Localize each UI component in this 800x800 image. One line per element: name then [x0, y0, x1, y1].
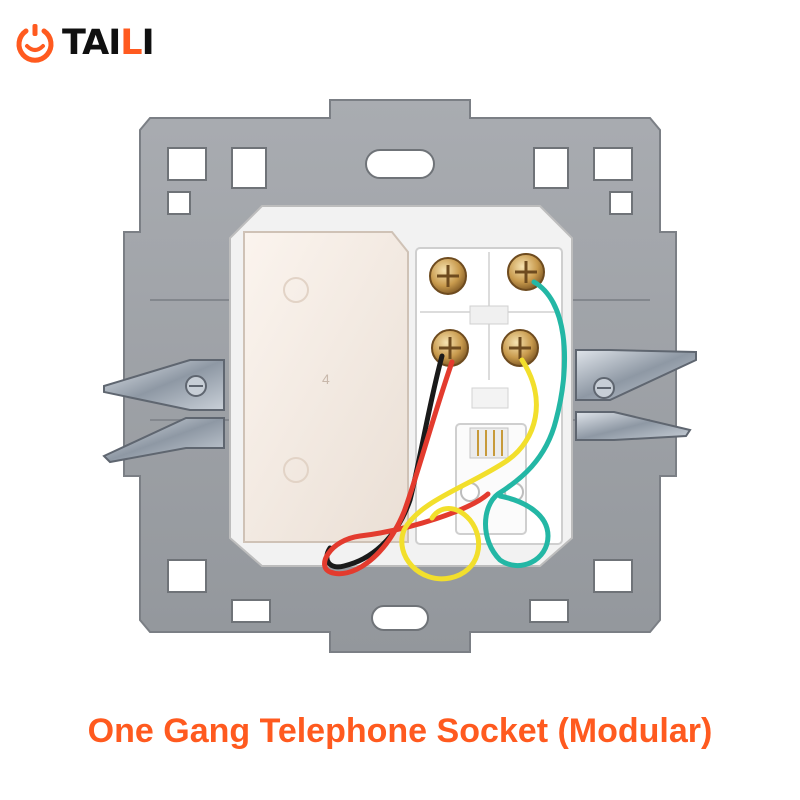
red-wire [322, 359, 491, 577]
teal-wire [483, 279, 567, 568]
brand-name: TAILI [62, 23, 155, 63]
telephone-wires [322, 279, 567, 582]
yellow-wire [399, 357, 539, 582]
telephone-socket-photo: 4 [102, 99, 697, 653]
mounting-claw-right [575, 349, 697, 441]
brand-logo: TAILI [14, 22, 155, 64]
terminal-screws [429, 253, 545, 367]
product-caption: One Gang Telephone Socket (Modular) [87, 712, 713, 750]
mounting-claw-left [102, 359, 225, 464]
mold-number: 4 [322, 371, 330, 387]
smiley-power-icon [16, 24, 54, 63]
